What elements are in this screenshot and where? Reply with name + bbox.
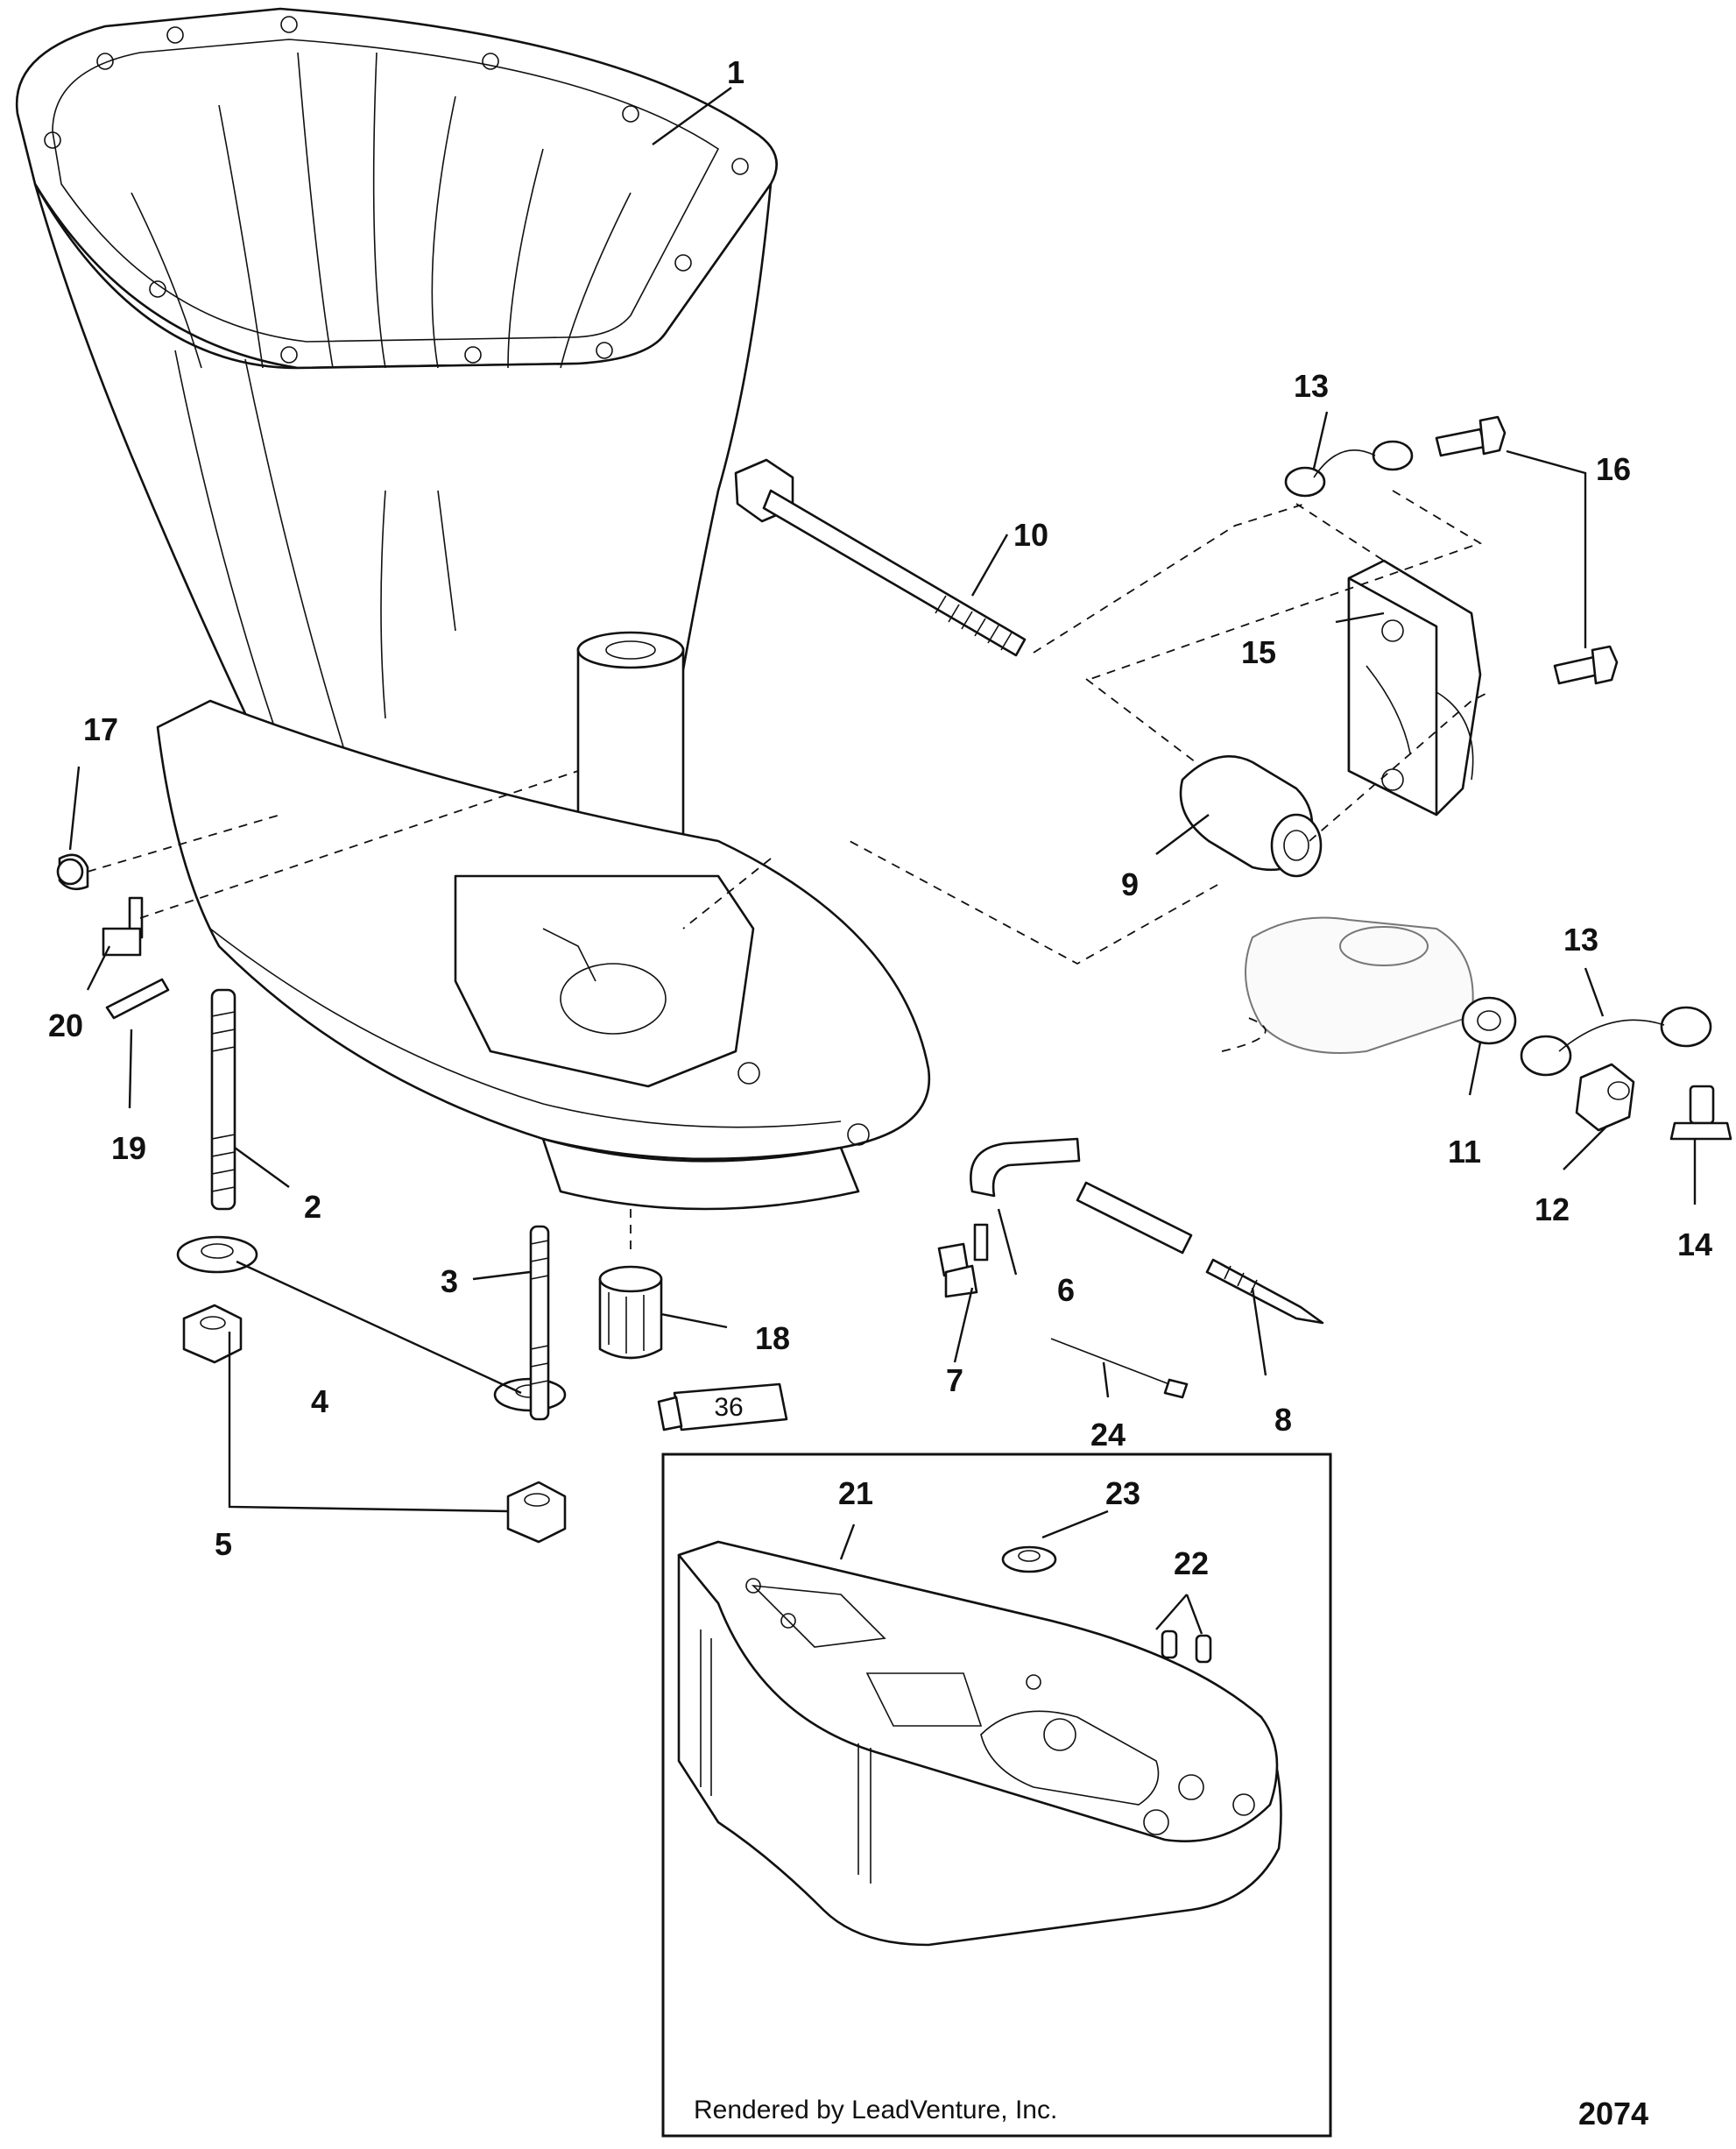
callout-11: 11 — [1448, 1134, 1481, 1170]
callout-13-lower: 13 — [1563, 922, 1598, 958]
render-credit: Rendered by LeadVenture, Inc. — [694, 2096, 1057, 2124]
mount-bolt-lower — [1553, 645, 1619, 685]
washer-11 — [1461, 996, 1517, 1045]
inset-box — [661, 1453, 1332, 2138]
water-hose-6 — [970, 1137, 1193, 1255]
washer-4-left — [176, 1235, 258, 1274]
tube-number: 36 — [714, 1393, 743, 1422]
callout-13-upper: 13 — [1294, 368, 1329, 404]
ground-strap-upper — [1284, 440, 1414, 498]
callout-14: 14 — [1677, 1226, 1712, 1262]
cable-tie-24 — [1050, 1338, 1189, 1399]
callout-20: 20 — [48, 1007, 83, 1043]
callout-4: 4 — [311, 1383, 328, 1419]
lower-mount-reference — [1245, 916, 1474, 1054]
callout-24: 24 — [1090, 1417, 1126, 1453]
callout-6: 6 — [1057, 1272, 1075, 1308]
callout-15: 15 — [1241, 634, 1276, 670]
callout-21: 21 — [838, 1475, 873, 1511]
callout-19: 19 — [111, 1130, 146, 1166]
nut-5-left — [182, 1304, 243, 1364]
callout-1: 1 — [727, 54, 745, 90]
ground-strap-lower — [1520, 1006, 1712, 1077]
extension-housing-21 — [677, 1540, 1282, 1947]
callout-labels: 1 2 3 4 5 6 7 8 9 10 11 12 13 13 14 15 1… — [48, 54, 1712, 1581]
callout-18: 18 — [755, 1320, 790, 1356]
assembly-lines — [87, 490, 1490, 1253]
lubricant-tube — [657, 1382, 788, 1431]
callout-7: 7 — [946, 1362, 963, 1398]
nut-5-right — [506, 1481, 567, 1544]
callout-9: 9 — [1121, 866, 1139, 902]
callout-5: 5 — [215, 1526, 232, 1562]
mount-bracket — [1347, 559, 1482, 816]
rubber-mount-bushing — [1179, 755, 1323, 878]
driveshaft-housing — [15, 7, 931, 1211]
callout-17: 17 — [83, 711, 118, 747]
callout-23: 23 — [1105, 1475, 1140, 1511]
figure-number: 2074 — [1578, 2096, 1648, 2131]
callout-16: 16 — [1596, 451, 1631, 487]
dowel-pins-22 — [1161, 1629, 1212, 1664]
callout-2: 2 — [304, 1189, 321, 1225]
nut-12 — [1575, 1063, 1635, 1132]
callout-22: 22 — [1174, 1545, 1209, 1581]
elbow-fitting-20 — [102, 896, 144, 957]
elbow-fitting-7 — [937, 1223, 989, 1298]
leader-lines — [68, 87, 1697, 1635]
callout-12: 12 — [1535, 1191, 1570, 1227]
stud-2 — [210, 988, 236, 1211]
callout-10: 10 — [1013, 517, 1048, 553]
long-bolt — [734, 458, 1027, 657]
callout-3: 3 — [441, 1263, 458, 1299]
mount-bolt-upper — [1435, 415, 1507, 457]
stud-3 — [529, 1225, 550, 1421]
pin-19 — [105, 978, 170, 1020]
needle-bearing-18 — [598, 1265, 663, 1360]
bolt-14 — [1669, 1085, 1732, 1141]
washer-23 — [1001, 1545, 1057, 1573]
callout-8: 8 — [1274, 1402, 1292, 1438]
tube-fitting-8 — [1205, 1258, 1324, 1325]
plug-17 — [56, 853, 89, 891]
